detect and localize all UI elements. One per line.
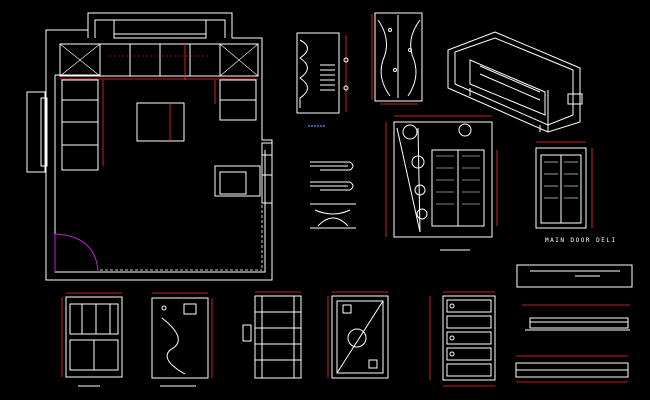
handle-elevation [371,12,423,105]
sofa-isometric [447,31,583,133]
handle-profiles [310,161,356,229]
cabinet-elevation-small [296,32,349,127]
detail-panel-1 [61,292,123,387]
main-door-detail-label: MAIN DOOR DELI [545,237,617,244]
detail-panel-3 [242,291,302,379]
detail-panel-2 [151,292,213,387]
tv-unit-elevation [515,264,633,383]
main-door-elevation [385,115,498,251]
floor-plan [26,12,273,281]
door-elevation-right: MAIN DOOR DELI [535,141,617,244]
detail-panel-5 [429,291,496,387]
detail-panel-4 [327,291,389,379]
